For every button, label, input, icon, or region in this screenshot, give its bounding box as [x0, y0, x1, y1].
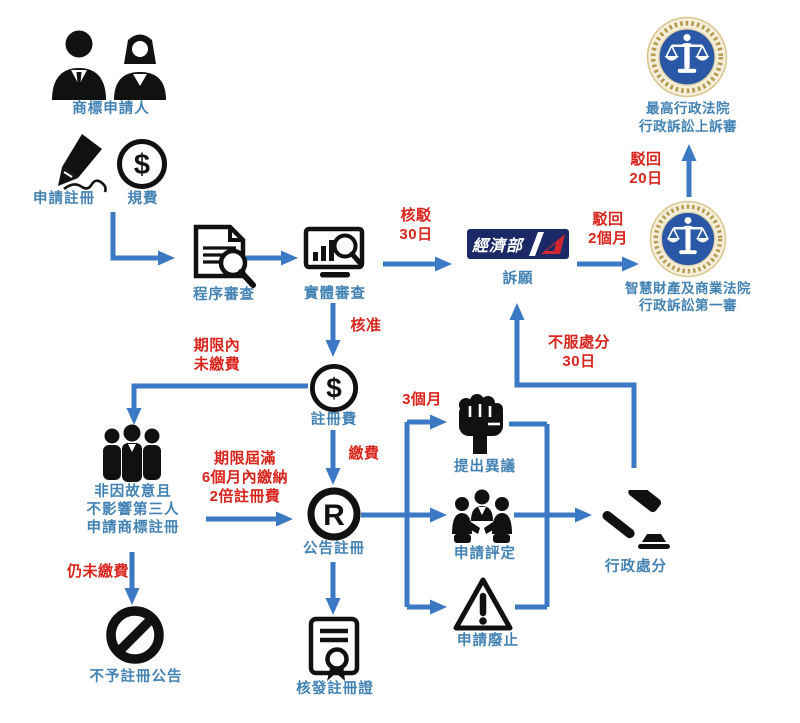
- apply-label: 申請註冊: [33, 191, 95, 207]
- registration-fee-node: $: [309, 363, 359, 413]
- edge-label-object-disposition: 不服處分 30日: [547, 334, 610, 370]
- court-emblem-icon: [646, 16, 728, 98]
- disposition-label: 行政處分: [605, 559, 667, 575]
- non-intentional-label-3: 申請商標註冊: [86, 520, 180, 536]
- non-intentional-label-1: 非因故意且: [94, 484, 172, 500]
- fountain-pen-icon: [58, 134, 107, 193]
- substantive-exam-node: [303, 226, 367, 282]
- certificate-label: 核發註冊證: [296, 681, 374, 697]
- edge-label-not-paid-in-time: 期限內 未繳費: [193, 337, 241, 373]
- prohibition-sign-icon: [106, 606, 164, 664]
- edge-label-rejection: 核駁 30日: [399, 207, 433, 243]
- businessman-and-businesswoman-icon: [52, 30, 166, 100]
- supreme-court-node: [646, 16, 728, 98]
- dollar-symbol: $: [134, 149, 150, 181]
- procedural-exam-label: 程序審查: [193, 287, 255, 303]
- refusal-publication-node: [105, 605, 165, 665]
- publication-node: R: [307, 487, 361, 541]
- certificate-ribbon-icon: [308, 616, 360, 681]
- court-emblem-icon: [649, 200, 727, 278]
- apply-node: [50, 134, 112, 194]
- registration-fee-label: 註冊費: [310, 412, 358, 428]
- registered-trademark-icon: R: [307, 487, 361, 541]
- warning-triangle-icon: [453, 577, 513, 631]
- meeting-people-icon: [452, 489, 512, 543]
- opposition-node: [453, 386, 507, 454]
- fee-node: $: [116, 138, 168, 190]
- edge-label-still-unpaid: 仍未繳費: [66, 563, 129, 580]
- non-intentional-node: [100, 424, 164, 482]
- dollar-circle-icon: $: [117, 139, 167, 189]
- applicant-label: 商標申請人: [72, 101, 150, 117]
- edge-label-pay-fee: 繳費: [348, 445, 380, 462]
- edge-label-appeal-dismissed-20d: 駁回 20日: [629, 151, 663, 187]
- ip-court-label-1: 智慧財產及商業法院: [625, 281, 751, 296]
- dollar-circle-icon: $: [309, 363, 359, 413]
- supreme-court-label-1: 最高行政法院: [646, 101, 730, 116]
- certificate-node: [308, 616, 360, 682]
- publication-label: 公告註冊: [303, 541, 365, 557]
- invalidation-node: [450, 488, 514, 545]
- dollar-symbol: $: [326, 373, 342, 404]
- edge-label-approval: 核准: [350, 317, 382, 334]
- moea-appeal-label: 訴願: [502, 271, 534, 287]
- non-intentional-label-2: 不影響第三人: [86, 502, 180, 518]
- edge-label-three-months: 3個月: [402, 391, 442, 408]
- monitor-chart-magnifier-icon: [303, 226, 365, 278]
- disposition-node: [600, 490, 672, 552]
- ip-court-label-2: 行政訴訟第一審: [639, 298, 737, 313]
- moea-logo-icon: 經濟部: [467, 229, 569, 259]
- edge-label-pay-double: 期限屆滿 6個月內繳納 2倍註冊費: [201, 450, 289, 505]
- invalidation-label: 申請評定: [454, 546, 516, 562]
- applicant-node: [48, 28, 170, 100]
- refusal-publication-label: 不予註冊公告: [89, 669, 183, 685]
- ip-court-node: [649, 200, 727, 278]
- revocation-label: 申請廢止: [457, 633, 519, 649]
- gavel-icon: [602, 490, 670, 549]
- supreme-court-label-2: 行政訴訟上訴審: [639, 119, 737, 134]
- fee-label: 規費: [127, 191, 159, 207]
- opposition-label: 提出異議: [454, 459, 516, 475]
- registered-symbol: R: [323, 499, 345, 532]
- revocation-node: [452, 575, 514, 634]
- edge-label-appeal-dismissed-2m: 駁回 2個月: [588, 211, 628, 247]
- document-magnifier-icon: [193, 224, 256, 288]
- moea-logo-text: 經濟部: [471, 237, 525, 255]
- raised-fist-icon: [459, 394, 503, 454]
- substantive-exam-label: 實體審查: [304, 286, 366, 302]
- moea-node: 經濟部: [467, 229, 569, 259]
- three-people-icon: [103, 424, 161, 482]
- procedural-exam-node: [190, 224, 258, 288]
